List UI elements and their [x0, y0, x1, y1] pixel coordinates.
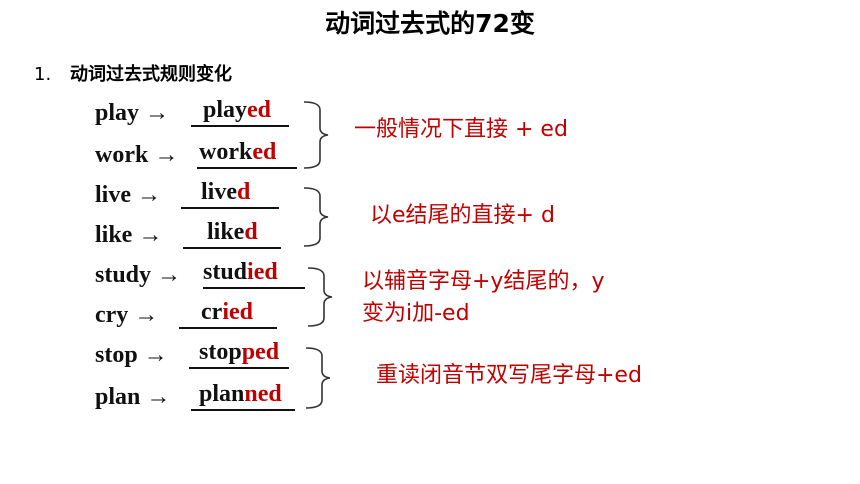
section-heading: 1. 动词过去式规则变化: [34, 60, 232, 86]
past-tense-answer: lived: [201, 179, 250, 206]
answer-suffix: ed: [252, 139, 277, 165]
answer-suffix: ned: [244, 381, 282, 407]
answer-stem: stud: [203, 259, 248, 285]
verb-base: plan →: [95, 384, 171, 410]
verb-base: live →: [95, 182, 161, 208]
answer-blank: [183, 247, 281, 249]
answer-suffix: ped: [241, 339, 280, 365]
past-tense-answer: played: [203, 97, 271, 124]
answer-stem: like: [207, 219, 245, 245]
past-tense-answer: studied: [203, 259, 278, 286]
answer-stem: stop: [199, 339, 242, 365]
answer-suffix: ied: [222, 299, 253, 325]
brace-group-1: [303, 101, 329, 169]
verb-base: like →: [95, 222, 163, 248]
past-tense-answer: worked: [199, 139, 276, 166]
verb-base: cry →: [95, 302, 159, 328]
answer-suffix: ed: [247, 97, 272, 123]
answer-suffix: d: [244, 219, 258, 245]
answer-blank: [197, 167, 297, 169]
rule-note-3-line1: 以辅音字母+y结尾的，y: [362, 269, 605, 294]
verb-base: play →: [95, 100, 170, 126]
rule-note-3-line2: 变为i加-ed: [362, 301, 470, 326]
rule-note-1: 一般情况下直接 + ed: [354, 117, 568, 142]
verb-base: stop →: [95, 342, 168, 368]
rule-note-3: 以辅音字母+y结尾的，y 变为i加-ed: [362, 266, 604, 330]
answer-suffix: d: [237, 179, 251, 205]
brace-group-2: [303, 187, 329, 247]
past-tense-answer: cried: [201, 299, 253, 326]
rule-note-2: 以e结尾的直接+ d: [370, 203, 555, 228]
slide-title: 动词过去式的72变: [325, 9, 535, 38]
brace-group-3: [307, 267, 333, 327]
brace-group-4: [305, 347, 331, 409]
answer-blank: [181, 207, 279, 209]
answer-blank: [203, 287, 305, 289]
past-tense-answer: stopped: [199, 339, 279, 366]
verb-base: study →: [95, 262, 182, 288]
section-number: 1.: [34, 64, 52, 85]
answer-stem: work: [199, 139, 253, 165]
rule-note-4: 重读闭音节双写尾字母+ed: [376, 363, 642, 388]
answer-suffix: ied: [247, 259, 278, 285]
past-tense-answer: liked: [207, 219, 258, 246]
answer-stem: plan: [199, 381, 245, 407]
answer-stem: play: [203, 97, 248, 123]
verb-base: work →: [95, 142, 179, 168]
answer-stem: live: [201, 179, 237, 205]
answer-blank: [191, 125, 289, 127]
answer-blank: [191, 409, 295, 411]
past-tense-answer: planned: [199, 381, 282, 408]
answer-stem: cr: [201, 299, 223, 325]
section-heading-text: 动词过去式规则变化: [70, 64, 232, 85]
answer-blank: [179, 327, 277, 329]
answer-blank: [189, 367, 289, 369]
